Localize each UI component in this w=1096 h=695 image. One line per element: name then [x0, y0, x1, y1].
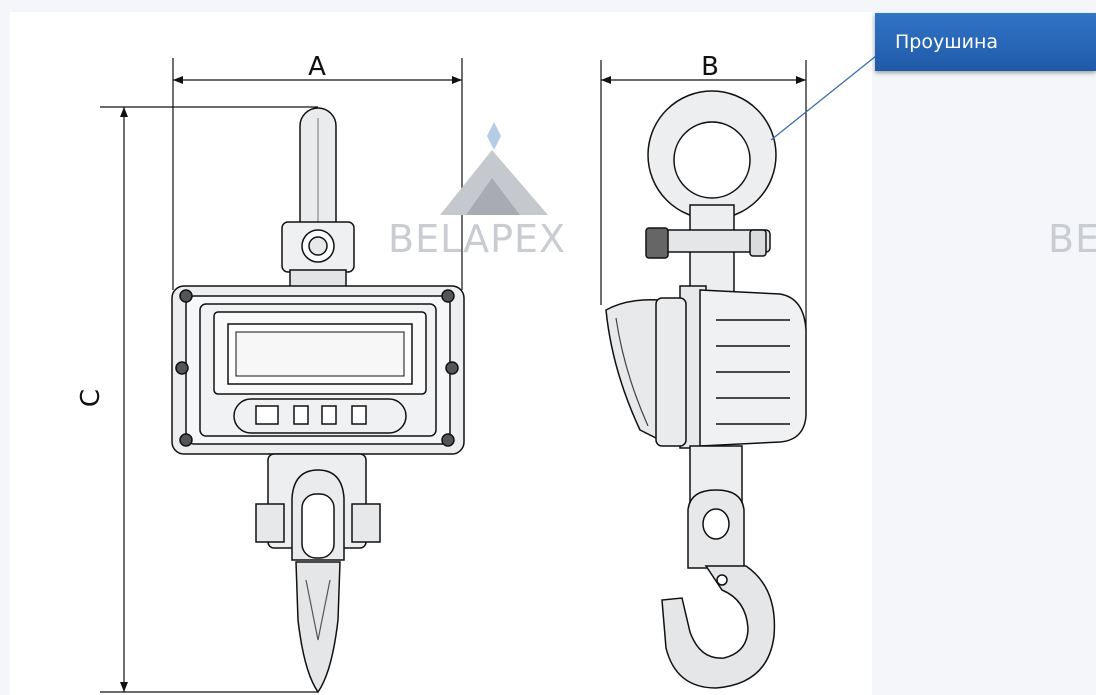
front-view	[171, 107, 465, 694]
belapex-logo-icon	[440, 122, 548, 215]
dimension-b	[600, 60, 807, 330]
side-view	[605, 90, 807, 689]
dimension-a	[172, 58, 463, 290]
watermark-text: BELAPEX	[388, 217, 566, 261]
watermark-text-right: BE	[1048, 217, 1096, 261]
callout-leader-line	[770, 55, 877, 141]
dimension-a-label: A	[308, 52, 326, 82]
dimension-c	[100, 106, 318, 693]
dimension-b-label: B	[701, 52, 719, 82]
callout-label: Проушина	[875, 13, 1096, 71]
dimension-c-label: C	[76, 389, 106, 407]
